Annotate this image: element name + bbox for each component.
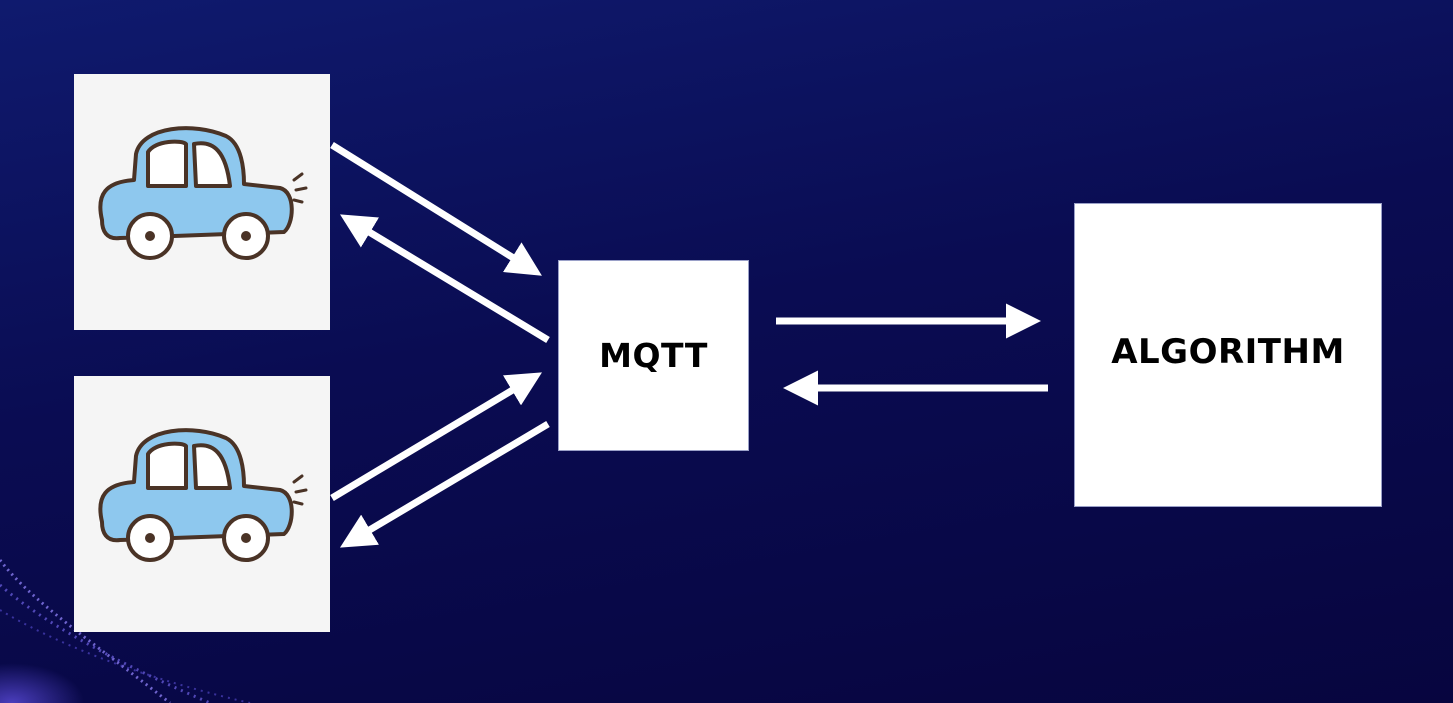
car-icon: [98, 126, 308, 260]
arrow-car-bottom-to-mqtt: [330, 372, 543, 502]
algorithm-label: ALGORITHM: [1111, 332, 1345, 372]
client-car-top: [74, 74, 330, 330]
arrow-mqtt-to-car-bottom: [339, 420, 550, 548]
algorithm-node: ALGORITHM: [1074, 203, 1382, 507]
arrow-mqtt-to-car-top: [340, 214, 550, 343]
client-car-bottom: [74, 376, 330, 632]
mqtt-node: MQTT: [558, 260, 749, 451]
mqtt-label: MQTT: [599, 336, 708, 375]
car-icon: [98, 428, 308, 562]
arrow-car-top-to-mqtt: [330, 142, 542, 276]
